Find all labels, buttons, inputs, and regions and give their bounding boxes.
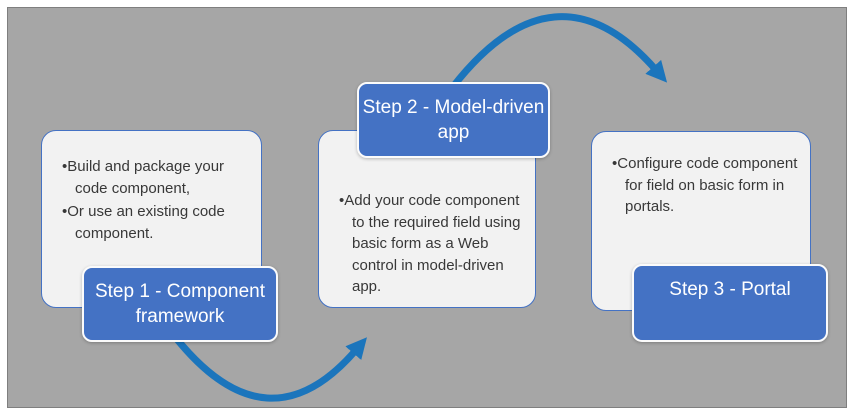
step1-bullet-1: Build and package your code component,	[62, 156, 251, 199]
step1-label: Step 1 - Component framework	[82, 266, 278, 342]
step3-bullet-1: Configure code component for field on ba…	[612, 153, 800, 218]
step2-bullet-list: Add your code component to the required …	[339, 190, 527, 298]
step1-bullet-list: Build and package your code component, O…	[62, 156, 251, 244]
step3-bullet-list: Configure code component for field on ba…	[612, 153, 800, 218]
step2-label: Step 2 - Model-driven app	[357, 82, 550, 158]
step2-bullet-1: Add your code component to the required …	[339, 190, 527, 298]
step3-label: Step 3 - Portal	[632, 264, 828, 342]
diagram-panel: Build and package your code component, O…	[7, 7, 847, 408]
step1-bullet-2: Or use an existing code component.	[62, 201, 251, 244]
step2-card: Add your code component to the required …	[318, 130, 536, 308]
